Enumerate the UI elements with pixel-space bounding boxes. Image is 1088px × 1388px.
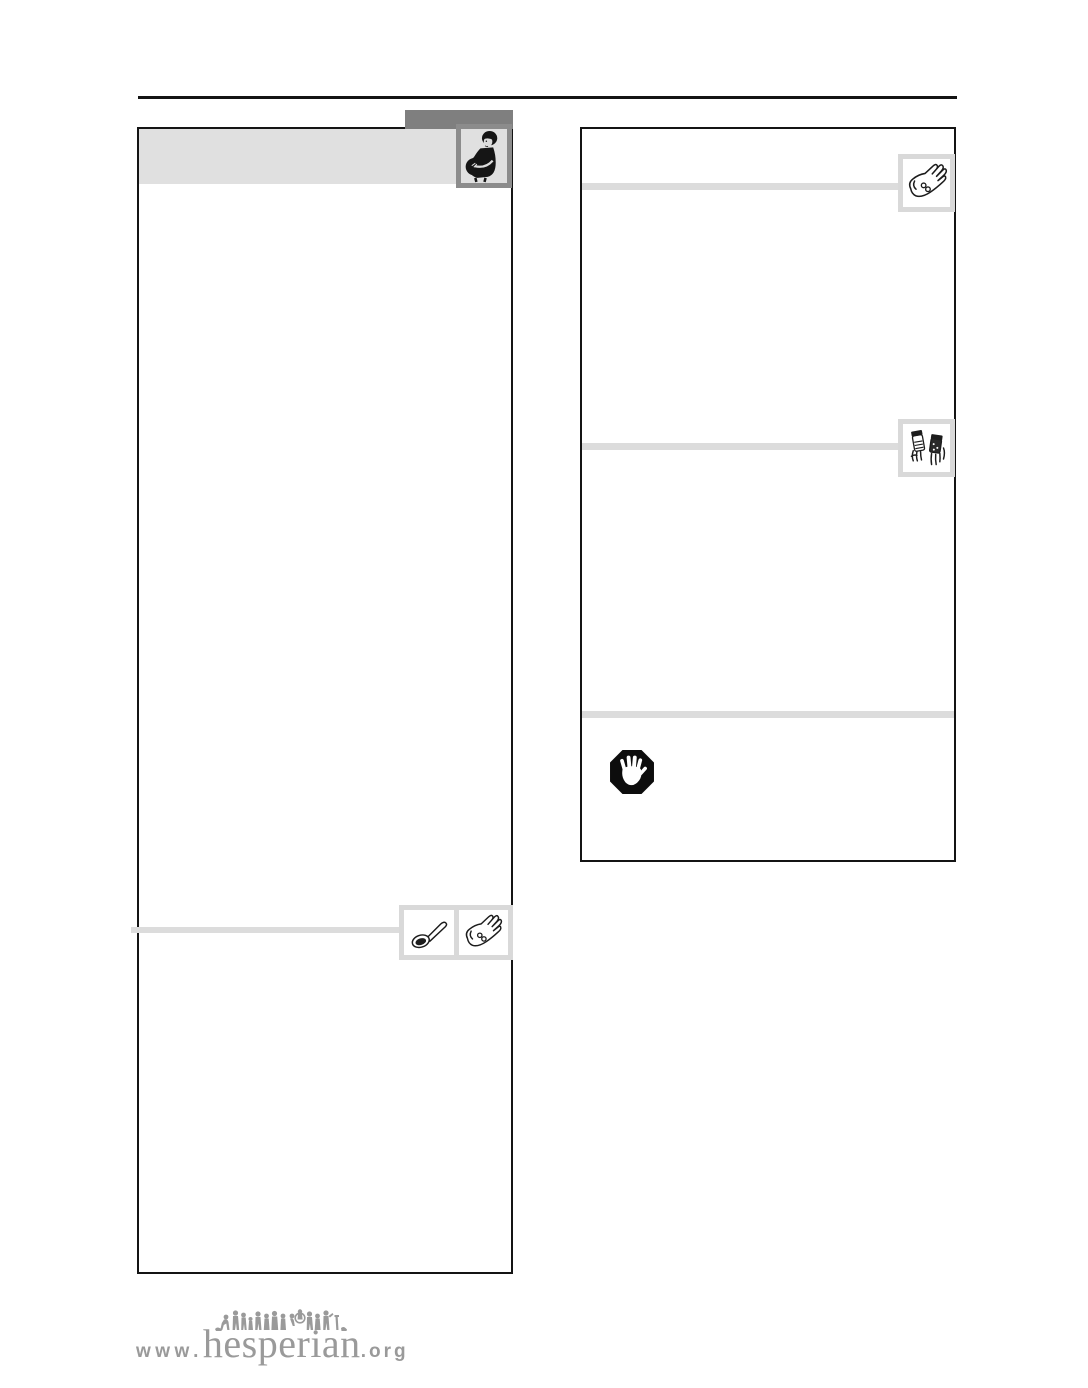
hand-with-pills-icon (458, 910, 508, 955)
section-icon-pair (399, 905, 513, 960)
stop-hand-icon (609, 749, 655, 795)
url-name: hesperian (202, 1321, 361, 1366)
url-org: .org (360, 1341, 409, 1362)
left-panel-section-divider (131, 927, 401, 933)
page-top-rule (138, 96, 957, 99)
pregnant-woman-icon (456, 124, 512, 188)
right-content-panel (580, 127, 956, 862)
url-www: www. (136, 1341, 203, 1362)
spoon-icon (404, 910, 454, 955)
medicine-bottles-icon (898, 419, 955, 477)
right-panel-divider-2 (582, 443, 899, 450)
right-panel-divider-3 (582, 711, 954, 718)
hesperian-url: www. hesperian .org (136, 1324, 409, 1364)
panel-header-band (139, 129, 511, 184)
people-figures-icon (213, 1306, 349, 1336)
right-panel-divider-1 (582, 183, 899, 190)
hand-with-pills-icon (898, 154, 955, 212)
hesperian-logo: www. hesperian .org (136, 1300, 406, 1370)
left-content-panel (131, 110, 513, 1274)
